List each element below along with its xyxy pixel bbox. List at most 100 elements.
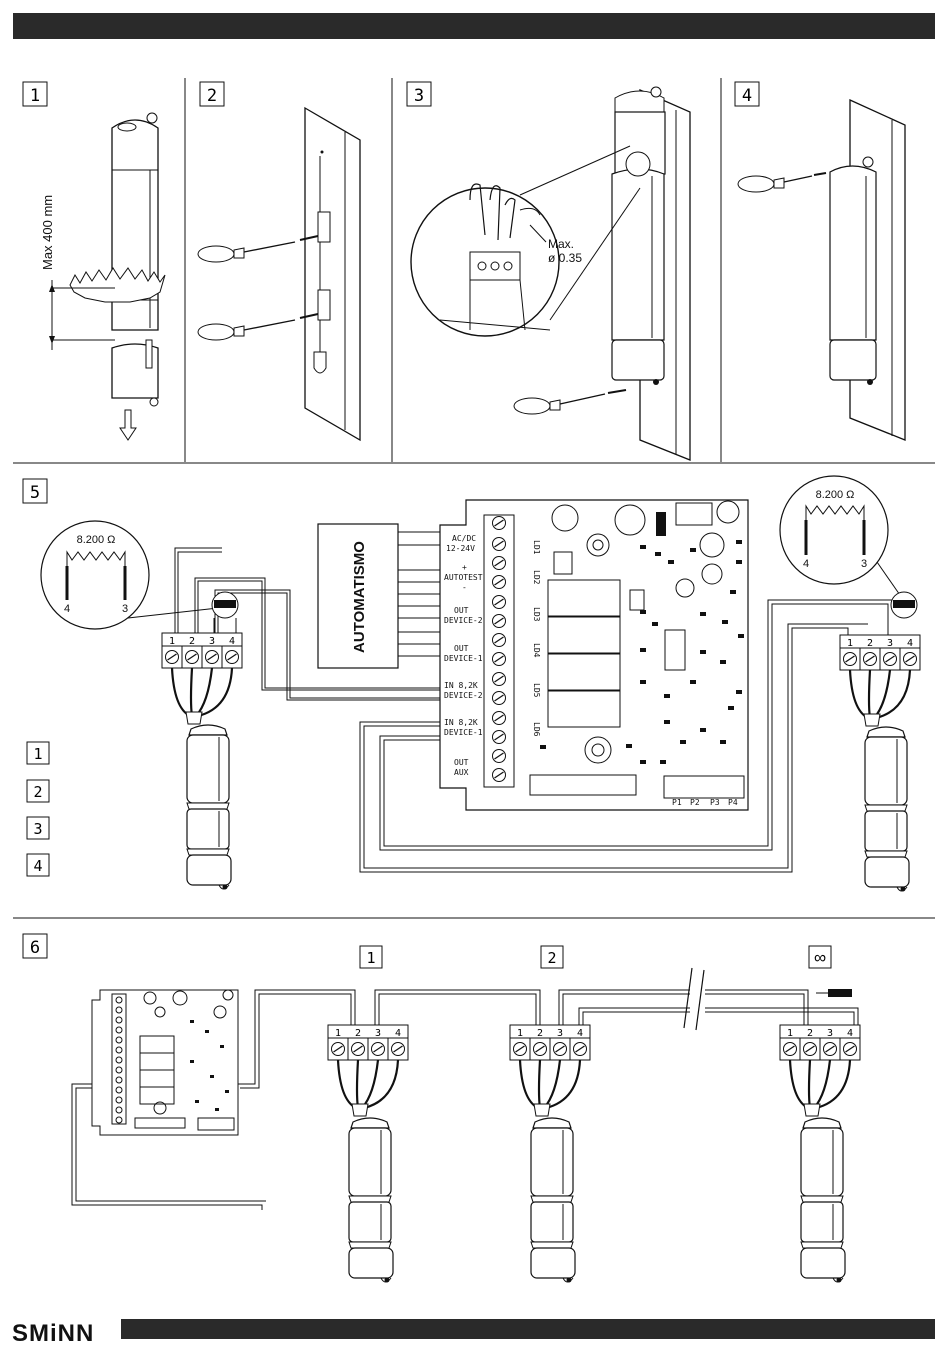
svg-text:2: 2 xyxy=(547,949,556,967)
hinge-chain-last xyxy=(801,1118,845,1283)
end-resistor xyxy=(828,989,852,997)
brand-logo: SMiNN xyxy=(12,1320,94,1347)
svg-text:DEVICE-1: DEVICE-1 xyxy=(444,654,483,663)
svg-text:P4: P4 xyxy=(728,798,738,807)
step-badge-3: 3 xyxy=(407,82,431,106)
svg-text:3: 3 xyxy=(557,1028,563,1039)
panel-2-mount-plates xyxy=(198,108,360,440)
step-badge-4: 4 xyxy=(735,82,759,106)
wire-gauge-label-1: Max. xyxy=(548,237,574,251)
svg-text:1: 1 xyxy=(366,949,375,967)
svg-text:LD5: LD5 xyxy=(532,683,541,698)
automatismo-box: AUTOMATISMO xyxy=(318,524,440,668)
svg-text:AC/DC: AC/DC xyxy=(452,534,476,543)
svg-text:4: 4 xyxy=(803,558,809,570)
svg-text:8.200 Ω: 8.200 Ω xyxy=(77,534,116,546)
svg-text:1: 1 xyxy=(335,1028,341,1039)
svg-text:LD1: LD1 xyxy=(532,540,541,555)
svg-text:4: 4 xyxy=(229,636,235,647)
svg-text:4: 4 xyxy=(577,1028,583,1039)
step-badge-6: 6 xyxy=(23,934,47,958)
svg-text:12-24V: 12-24V xyxy=(446,544,475,553)
svg-text:1: 1 xyxy=(30,86,40,106)
svg-text:3: 3 xyxy=(122,603,128,615)
svg-text:1: 1 xyxy=(787,1028,793,1039)
resistor-callout-left: 8.200 Ω 4 3 xyxy=(41,521,218,629)
svg-text:1: 1 xyxy=(517,1028,523,1039)
svg-text:3: 3 xyxy=(414,86,424,106)
svg-text:4: 4 xyxy=(64,603,70,615)
svg-text:4: 4 xyxy=(907,638,913,649)
step-badge-1: 1 xyxy=(23,82,47,106)
device-tag-1: 1 xyxy=(360,946,382,968)
svg-text:2: 2 xyxy=(355,1028,361,1039)
svg-text:2: 2 xyxy=(867,638,873,649)
svg-text:4: 4 xyxy=(33,857,42,875)
terminal-block-chain-1: 1 2 3 4 xyxy=(328,1025,408,1060)
svg-text:-: - xyxy=(462,583,467,592)
panel-1-cut-hinge: Max 400 mm xyxy=(40,113,165,440)
svg-text:2: 2 xyxy=(33,783,42,801)
terminal-block-right: 1 2 3 4 xyxy=(840,635,920,670)
hinge-left-step5 xyxy=(187,725,231,890)
svg-text:2: 2 xyxy=(537,1028,543,1039)
bottom-bar xyxy=(121,1319,935,1339)
svg-text:+: + xyxy=(462,563,467,572)
svg-text:∞: ∞ xyxy=(814,948,826,967)
svg-text:2: 2 xyxy=(807,1028,813,1039)
svg-text:1: 1 xyxy=(169,636,175,647)
svg-text:8.200 Ω: 8.200 Ω xyxy=(816,489,855,501)
hinge-right-step5 xyxy=(865,727,909,892)
svg-text:3: 3 xyxy=(33,820,42,838)
resistor-icon-left xyxy=(212,592,238,635)
max-length-label: Max 400 mm xyxy=(40,195,55,270)
svg-text:2: 2 xyxy=(189,636,195,647)
svg-text:5: 5 xyxy=(30,483,40,503)
svg-text:LD6: LD6 xyxy=(532,722,541,737)
svg-text:3: 3 xyxy=(861,558,867,570)
svg-text:3: 3 xyxy=(375,1028,381,1039)
svg-text:3: 3 xyxy=(209,636,215,647)
svg-text:P3: P3 xyxy=(710,798,720,807)
legend: 1 2 3 4 xyxy=(27,742,49,876)
svg-text:OUT: OUT xyxy=(454,606,469,615)
svg-text:4: 4 xyxy=(742,86,752,106)
svg-text:P2: P2 xyxy=(690,798,700,807)
panel-4-fix-hinge xyxy=(738,100,905,440)
svg-text:OUT: OUT xyxy=(454,644,469,653)
terminal-block-chain-last: 1 2 3 4 xyxy=(780,1025,860,1060)
svg-text:2: 2 xyxy=(207,86,217,106)
device-tag-infinity: ∞ xyxy=(809,946,831,968)
chain-break-mark xyxy=(684,968,704,1030)
terminal-block-chain-2: 1 2 3 4 xyxy=(510,1025,590,1060)
step-badge-2: 2 xyxy=(200,82,224,106)
control-board-mini xyxy=(92,990,238,1135)
svg-text:IN 8,2K: IN 8,2K xyxy=(444,718,478,727)
svg-text:AUTOTEST: AUTOTEST xyxy=(444,573,483,582)
svg-text:LD2: LD2 xyxy=(532,570,541,585)
resistor-callout-right: 8.200 Ω 4 3 xyxy=(780,476,902,598)
svg-text:OUT: OUT xyxy=(454,758,469,767)
svg-text:3: 3 xyxy=(887,638,893,649)
svg-text:3: 3 xyxy=(827,1028,833,1039)
svg-text:DEVICE-2: DEVICE-2 xyxy=(444,616,483,625)
svg-text:LD3: LD3 xyxy=(532,607,541,622)
svg-text:4: 4 xyxy=(847,1028,853,1039)
svg-text:4: 4 xyxy=(395,1028,401,1039)
terminal-block-left: 1 2 3 4 xyxy=(162,633,242,668)
svg-text:LD4: LD4 xyxy=(532,643,541,658)
svg-text:DEVICE-2: DEVICE-2 xyxy=(444,691,483,700)
resistor-icon-right xyxy=(891,592,917,618)
top-bar xyxy=(13,13,935,39)
svg-text:AUX: AUX xyxy=(454,768,469,777)
svg-text:P1: P1 xyxy=(672,798,682,807)
svg-text:AUTOMATISMO: AUTOMATISMO xyxy=(351,541,368,653)
panel-3-wiring: Max. ø 0.35 xyxy=(411,87,690,460)
device-tag-2: 2 xyxy=(541,946,563,968)
svg-text:1: 1 xyxy=(33,745,42,763)
wire-gauge-label-2: ø 0.35 xyxy=(548,251,582,265)
svg-text:IN 8,2K: IN 8,2K xyxy=(444,681,478,690)
hinge-chain-2 xyxy=(531,1118,575,1283)
svg-text:DEVICE-1: DEVICE-1 xyxy=(444,728,483,737)
